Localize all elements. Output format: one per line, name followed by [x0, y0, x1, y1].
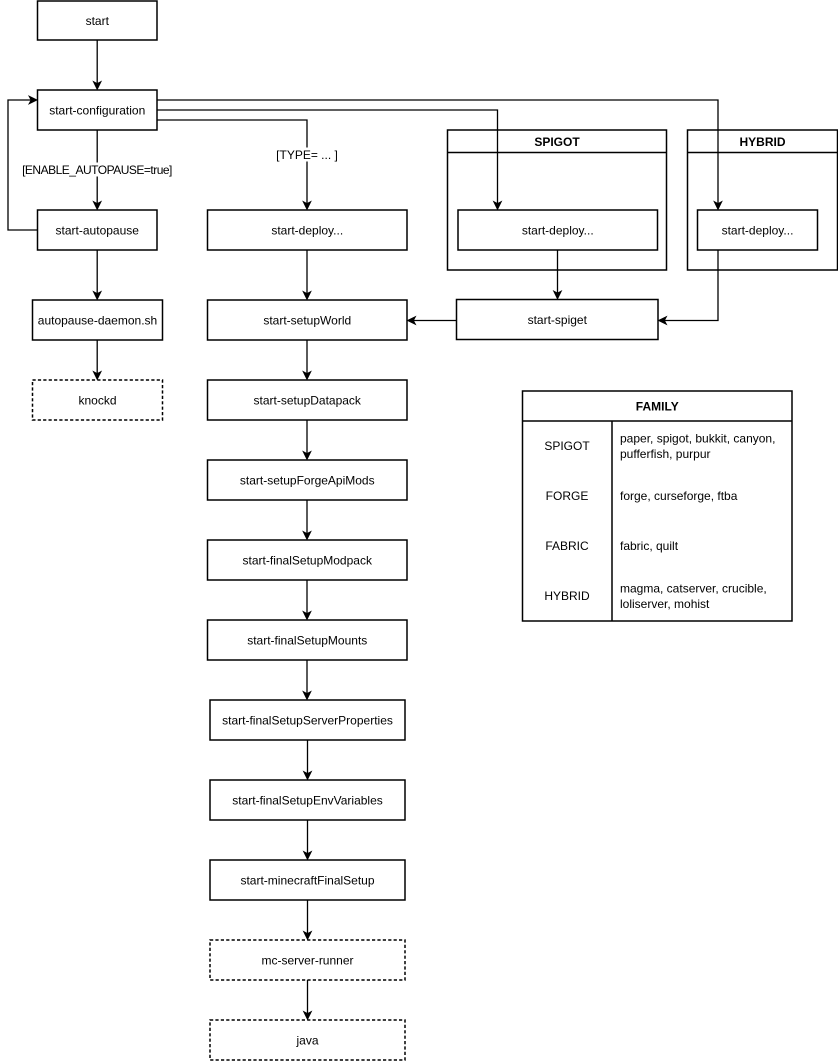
- svg-text:java: java: [295, 1034, 318, 1048]
- svg-text:FABRIC: FABRIC: [545, 539, 589, 553]
- svg-text:start-finalSetupMounts: start-finalSetupMounts: [247, 634, 367, 648]
- svg-text:start-minecraftFinalSetup: start-minecraftFinalSetup: [240, 874, 374, 888]
- svg-text:start-finalSetupEnvVariables: start-finalSetupEnvVariables: [232, 794, 383, 808]
- svg-text:pufferfish, purpur: pufferfish, purpur: [620, 447, 711, 461]
- svg-text:[ENABLE_AUTOPAUSE=true]: [ENABLE_AUTOPAUSE=true]: [22, 163, 172, 177]
- svg-text:start-deploy...: start-deploy...: [722, 224, 794, 238]
- svg-text:start-setupWorld: start-setupWorld: [263, 314, 351, 328]
- svg-text:start-setupForgeApiMods: start-setupForgeApiMods: [240, 474, 375, 488]
- svg-text:start-autopause: start-autopause: [56, 224, 140, 238]
- svg-text:start-finalSetupModpack: start-finalSetupModpack: [243, 554, 373, 568]
- svg-text:loliserver, mohist: loliserver, mohist: [620, 597, 710, 611]
- svg-text:start: start: [86, 14, 110, 28]
- svg-text:start-spiget: start-spiget: [528, 313, 588, 327]
- svg-text:HYBRID: HYBRID: [544, 589, 590, 603]
- svg-text:start-setupDatapack: start-setupDatapack: [254, 394, 362, 408]
- svg-text:[TYPE= ... ]: [TYPE= ... ]: [276, 148, 338, 162]
- svg-text:forge, curseforge, ftba: forge, curseforge, ftba: [620, 489, 738, 503]
- svg-text:start-deploy...: start-deploy...: [522, 224, 594, 238]
- svg-text:start-configuration: start-configuration: [49, 104, 145, 118]
- svg-text:start-finalSetupServerProperti: start-finalSetupServerProperties: [222, 714, 393, 728]
- svg-text:FORGE: FORGE: [546, 489, 589, 503]
- svg-text:mc-server-runner: mc-server-runner: [261, 954, 353, 968]
- svg-text:fabric, quilt: fabric, quilt: [620, 539, 679, 553]
- svg-text:SPIGOT: SPIGOT: [544, 439, 590, 453]
- svg-text:paper, spigot, bukkit, canyon,: paper, spigot, bukkit, canyon,: [620, 432, 775, 446]
- svg-text:FAMILY: FAMILY: [636, 400, 679, 414]
- svg-text:HYBRID: HYBRID: [739, 135, 785, 149]
- svg-text:start-deploy...: start-deploy...: [271, 224, 343, 238]
- svg-text:knockd: knockd: [78, 394, 116, 408]
- svg-text:SPIGOT: SPIGOT: [534, 135, 580, 149]
- svg-text:autopause-daemon.sh: autopause-daemon.sh: [38, 314, 157, 328]
- svg-text:magma, catserver, crucible,: magma, catserver, crucible,: [620, 582, 767, 596]
